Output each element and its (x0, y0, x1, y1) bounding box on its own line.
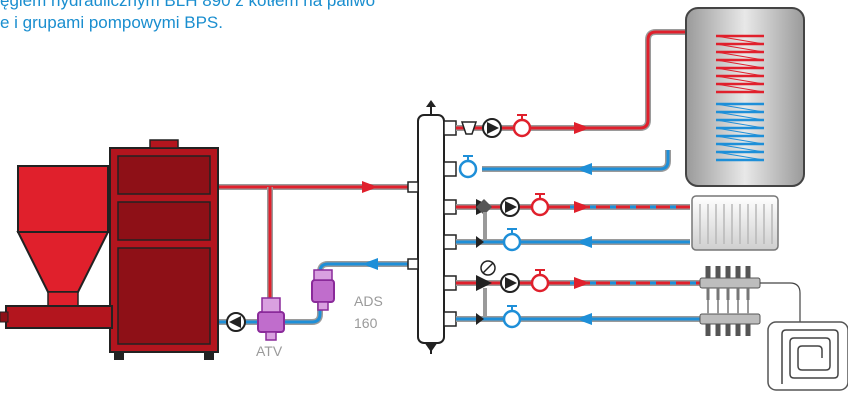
valve-icon (502, 309, 522, 329)
atv-label: ATV (256, 343, 283, 359)
tank-coil-lower (715, 102, 765, 162)
hydraulic-separator (407, 100, 445, 354)
drain-valve-icon (424, 342, 438, 352)
fuel-hopper (0, 165, 113, 329)
boiler-supply-pipe (216, 181, 412, 312)
filter-icon (460, 121, 478, 135)
flow-arrow (362, 258, 378, 270)
floor-heating-manifold (699, 266, 801, 336)
hot-water-tank (685, 7, 805, 187)
boiler-pump (226, 312, 246, 332)
flow-arrow (576, 313, 592, 325)
ads-label-line2: 160 (354, 315, 378, 331)
pump-group-floor (443, 260, 556, 329)
underfloor-heating-loop (767, 321, 848, 391)
pump-group-dhw (443, 114, 540, 138)
air-vent-icon (426, 100, 436, 107)
pump-group-dhw-return (443, 155, 478, 179)
floor-supply-pipe (556, 277, 700, 289)
title-line-1: ęglem hydraulicznym BLH 890 z kotłem na … (0, 0, 376, 10)
diagram-title: ęglem hydraulicznym BLH 890 z kotłem na … (0, 0, 560, 34)
dhw-return-pipe (482, 150, 671, 175)
atv-valve (257, 297, 285, 341)
ads-separator (311, 269, 335, 311)
valve-icon (530, 197, 550, 217)
dhw-supply-pipe (540, 29, 728, 134)
flow-arrow (576, 236, 592, 248)
flow-arrow (574, 277, 590, 289)
valve-icon (512, 118, 532, 138)
radiator-return-pipe (526, 236, 690, 248)
floor-return-pipe (526, 313, 700, 325)
flow-arrow (574, 122, 590, 134)
solid-fuel-boiler (109, 139, 219, 360)
flow-arrow (362, 181, 378, 193)
flow-arrow (576, 163, 592, 175)
valve-icon (458, 159, 478, 179)
pump-group-radiator (443, 193, 556, 252)
valve-icon (530, 273, 550, 293)
flow-arrow (574, 201, 590, 213)
radiator-supply-pipe (556, 201, 690, 213)
ads-label-line1: ADS (354, 293, 383, 309)
valve-icon (502, 232, 522, 252)
radiator (691, 195, 779, 251)
title-line-2: e i grupami pompowymi BPS. (0, 13, 223, 32)
tank-coil-upper (715, 34, 765, 94)
